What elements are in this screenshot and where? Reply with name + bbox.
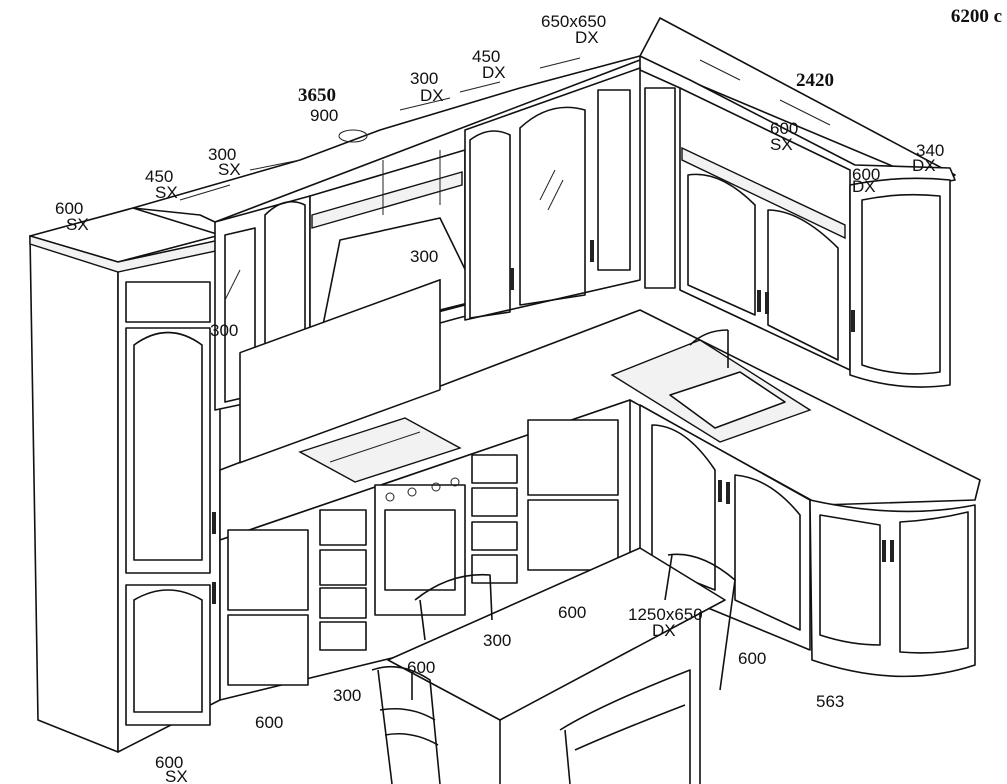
dim-label: 650x650 (541, 12, 606, 31)
dim-label: DX (420, 86, 444, 105)
dim-label: 1250x650 (628, 605, 703, 624)
dim-label: DX (912, 156, 936, 175)
left-run-length-label: 3650 (298, 85, 336, 106)
dim-label: 300 (410, 69, 438, 88)
dim-label: DX (575, 28, 599, 47)
dim-label: SX (770, 135, 793, 154)
dim-label: 600 (55, 199, 83, 218)
dim-label: SX (218, 160, 241, 179)
dim-label: 300 (210, 321, 238, 340)
dim-label: 600 (852, 165, 880, 184)
dim-label: SX (165, 767, 188, 784)
chair-front-left (371, 665, 441, 784)
tall-pantry-cabinet (29, 235, 221, 753)
dim-label: 300 (333, 686, 361, 705)
dim-label: SX (66, 215, 89, 234)
dim-label: 600 (770, 119, 798, 138)
wall-cabinets-center (464, 67, 676, 321)
dim-label: DX (652, 621, 676, 640)
dim-label: 300 (208, 145, 236, 164)
dim-label: 450 (145, 167, 173, 186)
dim-label: DX (852, 177, 876, 196)
dim-label: 300 (410, 247, 438, 266)
dim-label: 600 (738, 649, 766, 668)
wall-cabinets-right (679, 87, 951, 388)
dining-table (387, 547, 726, 784)
dim-label: DX (482, 63, 506, 82)
dim-label: 450 (472, 47, 500, 66)
dim-label: 300 (483, 631, 511, 650)
dim-label: 900 (310, 106, 338, 125)
chair-front-right (559, 669, 691, 784)
chair-back-right (664, 553, 736, 691)
dim-label: 600 (155, 753, 183, 772)
total-length-label: 6200 c (951, 6, 1002, 27)
chair-back-left (414, 573, 493, 641)
dim-label: 340 (916, 141, 944, 160)
right-run-length-label: 2420 (796, 70, 834, 91)
countertop (219, 279, 981, 541)
dim-label: 600 (558, 603, 586, 622)
base-cabinets-left (219, 399, 631, 701)
dim-label: SX (155, 183, 178, 202)
dim-label: 563 (816, 692, 844, 711)
dim-label: 600 (255, 713, 283, 732)
dim-label: 600 (407, 658, 435, 677)
